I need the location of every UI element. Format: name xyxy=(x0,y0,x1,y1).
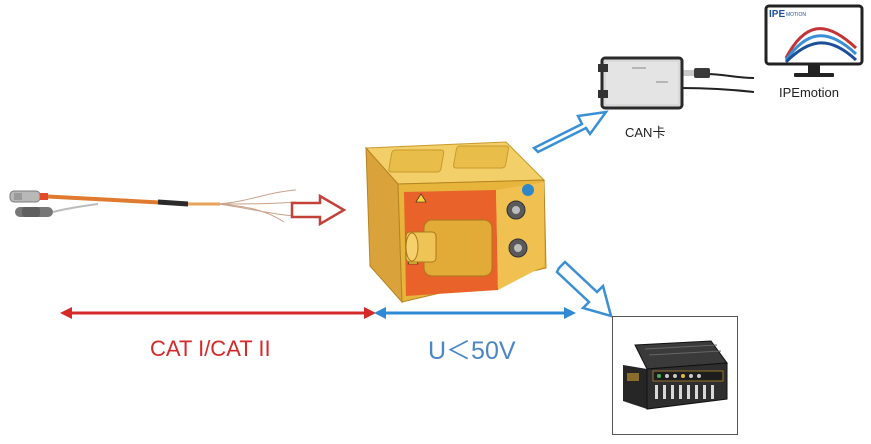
voltage-label: U＜50V xyxy=(428,337,516,365)
cat-range-arrow xyxy=(60,307,376,319)
software-label: IPEmotion xyxy=(779,85,839,100)
data-logger-frame xyxy=(612,316,738,435)
arrow-up-right-icon xyxy=(531,110,609,154)
cable-probe-icon xyxy=(9,189,297,223)
arrow-right-icon xyxy=(290,194,346,226)
data-logger-icon xyxy=(623,340,728,410)
can-interface-icon xyxy=(598,56,755,110)
isolation-module-icon xyxy=(364,141,547,304)
arrow-down-right-icon xyxy=(555,260,613,318)
monitor-logo-subtext: MOTION xyxy=(786,12,806,18)
cat-range-label: CAT I/CAT II xyxy=(150,336,271,361)
monitor-logo-text: IPE xyxy=(769,9,786,20)
can-card-label: CAN卡 xyxy=(625,125,666,140)
monitor-icon: IPE MOTION xyxy=(764,4,864,80)
voltage-range-arrow xyxy=(374,307,576,319)
